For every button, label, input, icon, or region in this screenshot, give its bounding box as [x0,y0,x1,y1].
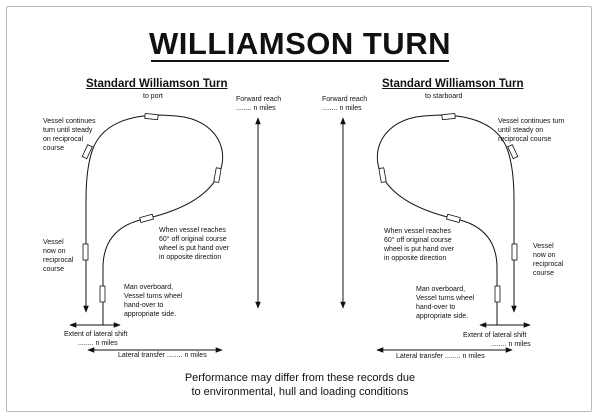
port-vessel-start [99,285,106,303]
starboard-vessel-start [494,285,501,303]
starboard-vessel-sixty [445,213,461,223]
performance-note: Performance may differ from these record… [184,372,416,398]
port-direction: to port [143,93,163,100]
port-steady-label: Vessel continues turn until steady on re… [43,118,96,152]
title-underline [151,60,449,62]
starboard-sixty-degree-label: When vessel reaches 60° off original cou… [384,228,455,262]
starboard-lateral-shift-label: Extent of lateral shift ........ n miles [463,332,531,348]
port-vessel-steady [81,144,93,160]
port-vessel-reciprocal [82,243,89,261]
starboard-lateral-transfer-label: Lateral transfer ........ n miles [396,353,485,360]
starboard-forward-reach-label: Forward reach ........ n miles [322,96,368,112]
starboard-steady-label: Vessel continues turn until steady on re… [498,118,565,143]
port-forward-reach-label: Forward reach ........ n miles [236,96,282,112]
port-vessel-sixty [139,213,155,223]
port-reciprocal-label: Vessel now on reciprocal course [43,239,74,273]
port-lateral-shift-label: Extent of lateral shift ........ n miles [64,331,128,347]
frame-border [6,6,592,412]
port-man-overboard-label: Man overboard, Vessel turns wheel hand-o… [124,284,183,318]
starboard-heading: Standard Williamson Turn [382,78,524,90]
port-turn-track [83,114,224,325]
port-sixty-degree-label: When vessel reaches 60° off original cou… [159,227,230,261]
port-lateral-transfer-label: Lateral transfer ........ n miles [118,352,207,359]
starboard-direction: to starboard [425,93,463,100]
port-vessel-right [213,167,222,183]
port-heading: Standard Williamson Turn [86,78,228,90]
starboard-reciprocal-label: Vessel now on reciprocal course [533,243,564,277]
starboard-vessel-steady [507,144,519,160]
starboard-vessel-left [378,167,387,183]
starboard-vessel-reciprocal [511,243,518,261]
port-vessel-top [144,112,159,121]
starboard-man-overboard-label: Man overboard, Vessel turns wheel hand-o… [416,286,475,320]
page-title: WILLIAMSON TURN [149,26,451,61]
starboard-turn-track [376,114,517,325]
starboard-vessel-top [441,112,456,121]
